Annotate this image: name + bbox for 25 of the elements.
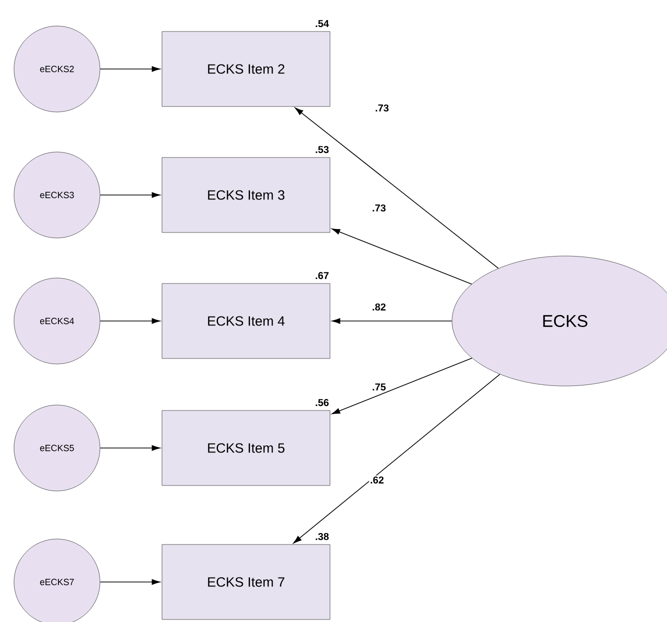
r-squared-value: .67 xyxy=(316,272,329,280)
edge-label: .82 xyxy=(371,302,387,312)
arrow xyxy=(332,358,472,414)
r-squared-value: .53 xyxy=(316,146,329,154)
item-box: ECKS Item 7 xyxy=(162,544,330,620)
arrow xyxy=(294,108,499,269)
edge-label: .75 xyxy=(371,382,387,392)
arrow xyxy=(293,374,500,544)
arrow xyxy=(332,318,452,324)
r-squared-value: .54 xyxy=(316,20,329,28)
arrow xyxy=(100,192,160,198)
r-squared-value: .56 xyxy=(316,399,329,406)
r-squared-value: .38 xyxy=(316,533,329,540)
item-box: ECKS Item 5 xyxy=(162,410,330,486)
item-box: ECKS Item 4 xyxy=(162,283,330,359)
item-box: ECKS Item 3 xyxy=(162,157,330,233)
arrow xyxy=(332,228,472,284)
edge-label: .62 xyxy=(369,475,385,485)
arrow xyxy=(100,579,160,585)
edge-label: .73 xyxy=(374,103,390,113)
arrow xyxy=(100,445,160,451)
edge-label: .73 xyxy=(371,203,387,213)
item-box: ECKS Item 2 xyxy=(162,31,330,107)
arrow xyxy=(100,66,160,72)
arrow xyxy=(100,318,160,324)
